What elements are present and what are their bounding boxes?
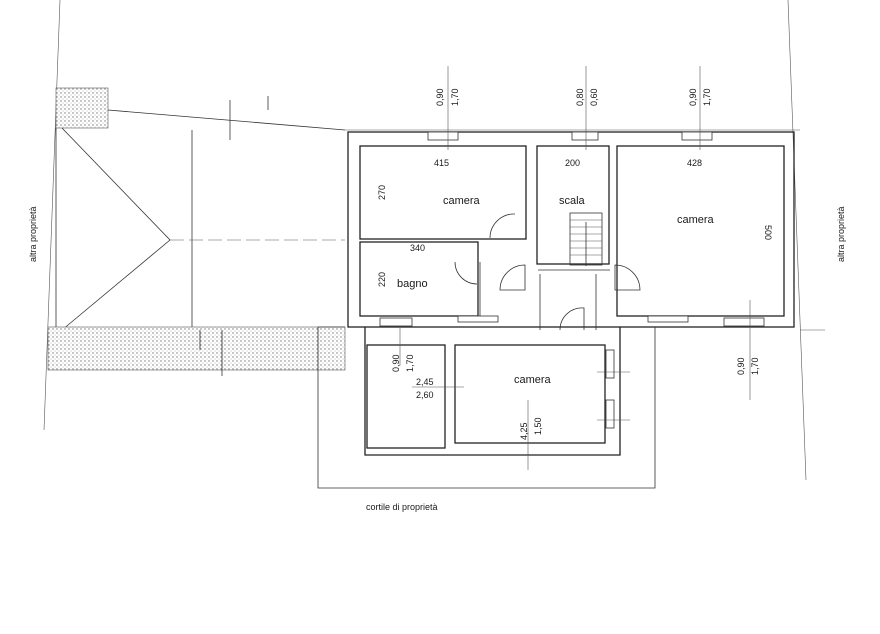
dim-camera-left-width: 415 [434,158,449,168]
windows [379,131,765,429]
property-boundaries [43,0,825,481]
win-dim-3-b: 1,70 [702,88,712,106]
side-label-right: altra proprietà [836,206,846,262]
side-label-bottom: cortile di proprietà [366,502,438,512]
dim-camera-left-height: 270 [377,185,387,200]
win-dim-1-b: 1,70 [450,88,460,106]
room-label-camera-left: camera [443,195,481,207]
dim-2-60: 2,60 [416,390,434,400]
room-label-camera-bottom: camera [514,374,552,386]
dim-bagno-width: 340 [410,243,425,253]
win-dim-3-a: 0,90 [688,88,698,106]
win-dim-4-a: 0,90 [391,354,401,372]
room-partitions [359,145,785,449]
dim-4-25: 4,25 [519,422,529,440]
win-dim-1-a: 0,90 [435,88,445,106]
room-label-camera-right: camera [677,214,715,226]
win-dim-4-b: 1,70 [405,354,415,372]
doors [454,213,641,331]
side-label-left: altra proprietà [28,206,38,262]
win-dim-2-a: 0,80 [575,88,585,106]
house-walls [317,131,795,489]
dim-bagno-height: 220 [377,272,387,287]
win-dim-2-b: 0,60 [589,88,599,106]
dim-scala-width: 200 [565,158,580,168]
staircase [569,212,603,266]
room-label-bagno: bagno [397,278,428,290]
neighbour-roof [47,87,346,376]
dim-camera-right-height: 500 [763,225,773,240]
window-dim-lines [399,66,751,470]
dim-2-45: 2,45 [416,377,434,387]
dim-1-50: 1,50 [533,417,543,435]
dim-camera-right-width: 428 [687,158,702,168]
win-dim-5-b: 1,70 [750,357,760,375]
room-label-scala: scala [559,195,586,207]
win-dim-5-a: 0,90 [736,357,746,375]
